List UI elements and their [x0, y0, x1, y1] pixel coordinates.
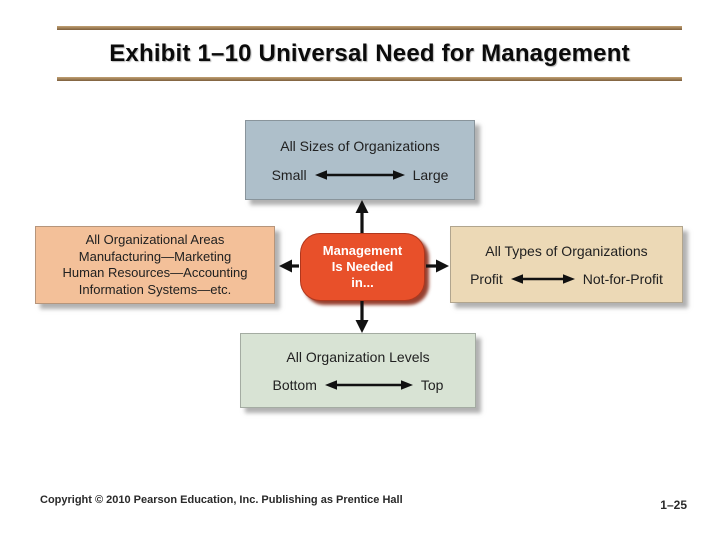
- double-arrow-icon: [314, 169, 405, 180]
- center-box-line-1: Management: [322, 243, 403, 258]
- arrow-center-to-top-icon: [355, 200, 369, 233]
- page-number: 1–25: [660, 498, 687, 512]
- bottom-box-title: All Organization Levels: [286, 348, 430, 365]
- box-all-sizes-of-organizations: All Sizes of Organizations Small Large: [245, 120, 475, 200]
- box-all-organization-levels: All Organization Levels Bottom Top: [240, 333, 476, 408]
- slide-title: Exhibit 1–10 Universal Need for Manageme…: [109, 40, 630, 67]
- center-box-line-3: in...: [351, 275, 374, 290]
- title-bottom-rule: [57, 77, 682, 81]
- bottom-box-range-row: Bottom Top: [273, 377, 444, 393]
- box-all-types-of-organizations: All Types of Organizations Profit Not-fo…: [450, 226, 683, 303]
- right-box-title: All Types of Organizations: [485, 242, 648, 259]
- arrow-center-to-bottom-icon: [355, 301, 369, 333]
- top-box-left-label: Small: [271, 166, 307, 183]
- left-box-line-4: Information Systems—etc.: [78, 281, 232, 297]
- top-box-range-row: Small Large: [272, 167, 449, 183]
- top-box-right-label: Large: [412, 166, 449, 183]
- center-box-line-2: Is Needed: [331, 259, 394, 274]
- double-arrow-icon: [510, 273, 575, 284]
- box-management-is-needed: Management Is Needed in...: [300, 233, 425, 301]
- bottom-box-left-label: Bottom: [272, 376, 317, 393]
- right-box-left-label: Profit: [470, 270, 503, 287]
- double-arrow-icon: [324, 379, 413, 390]
- right-box-right-label: Not-for-Profit: [582, 270, 663, 287]
- arrow-center-to-left-icon: [279, 259, 299, 273]
- title-top-rule: [57, 26, 682, 30]
- left-box-line-2: Manufacturing—Marketing: [78, 248, 232, 264]
- right-box-range-row: Profit Not-for-Profit: [470, 271, 663, 287]
- left-box-line-1: All Organizational Areas: [85, 232, 225, 247]
- top-box-title: All Sizes of Organizations: [280, 137, 440, 154]
- left-box-line-3: Human Resources—Accounting: [62, 265, 248, 280]
- copyright-text: Copyright © 2010 Pearson Education, Inc.…: [40, 494, 403, 506]
- box-all-organizational-areas: All Organizational Areas Manufacturing—M…: [35, 226, 275, 304]
- arrow-center-to-right-icon: [426, 259, 449, 273]
- bottom-box-right-label: Top: [420, 376, 444, 393]
